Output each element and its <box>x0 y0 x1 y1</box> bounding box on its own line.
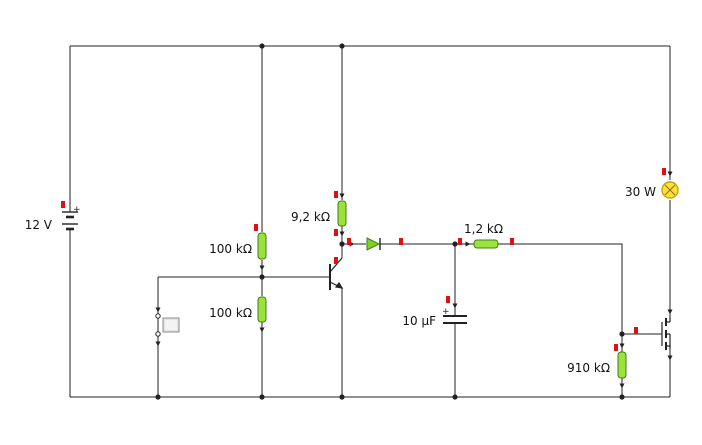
meter-series-2 <box>510 238 514 245</box>
meter-series-1 <box>458 238 462 245</box>
meter-lamp <box>662 168 666 175</box>
resistor-bias-top-label: 100 kΩ <box>209 242 252 256</box>
meter-gate-2 <box>614 344 618 351</box>
junctions <box>155 43 625 400</box>
meter-gate-1 <box>634 327 638 334</box>
meter-branch-1 <box>347 238 351 245</box>
resistor-bias-bottom[interactable] <box>257 296 267 323</box>
junction-top-collector <box>339 43 345 49</box>
capacitor-label: 10 µF <box>402 314 436 328</box>
capacitor-polarity: + <box>442 307 450 317</box>
wires <box>69 45 671 398</box>
junction-bottom-gate <box>619 394 625 400</box>
junction-capacitor <box>452 241 458 247</box>
battery-polarity: + <box>73 205 81 215</box>
meter-collector-top <box>334 191 338 198</box>
meter-battery <box>61 201 65 208</box>
meter-branch-2 <box>399 238 403 245</box>
junction-bottom-capacitor <box>452 394 458 400</box>
junction-bottom-switch <box>155 394 161 400</box>
npn-transistor-icon[interactable] <box>329 257 344 290</box>
junction-base <box>259 274 265 280</box>
junction-bottom-bias <box>259 394 265 400</box>
resistor-icon[interactable] <box>257 200 627 379</box>
resistor-gate[interactable] <box>617 351 627 379</box>
junction-top-bias <box>259 43 265 49</box>
battery-label: 12 V <box>24 218 52 232</box>
resistor-bias-top[interactable] <box>257 232 267 260</box>
resistor-bias-bottom-label: 100 kΩ <box>209 306 252 320</box>
resistor-series-label: 1,2 kΩ <box>464 222 504 236</box>
lamp-icon[interactable] <box>661 181 679 199</box>
junction-collector <box>339 241 345 247</box>
switch-icon[interactable] <box>155 313 180 337</box>
battery-icon[interactable]: + <box>62 205 81 231</box>
resistor-series[interactable] <box>473 239 499 249</box>
resistor-collector-label: 9,2 kΩ <box>290 210 330 224</box>
resistor-gate-label: 910 kΩ <box>567 361 610 375</box>
junction-gate <box>619 331 625 337</box>
meter-capacitor <box>446 296 450 303</box>
junction-bottom-emitter <box>339 394 345 400</box>
meter-base <box>334 257 338 264</box>
meter-collector-bottom <box>334 229 338 236</box>
lamp-label: 30 W <box>625 185 656 199</box>
current-meter-icon <box>61 168 666 351</box>
meter-bias-top <box>254 224 258 231</box>
capacitor-icon[interactable]: + <box>442 307 467 324</box>
diode-icon[interactable] <box>366 237 381 251</box>
mosfet-icon[interactable] <box>661 317 671 350</box>
resistor-collector[interactable] <box>337 200 347 227</box>
